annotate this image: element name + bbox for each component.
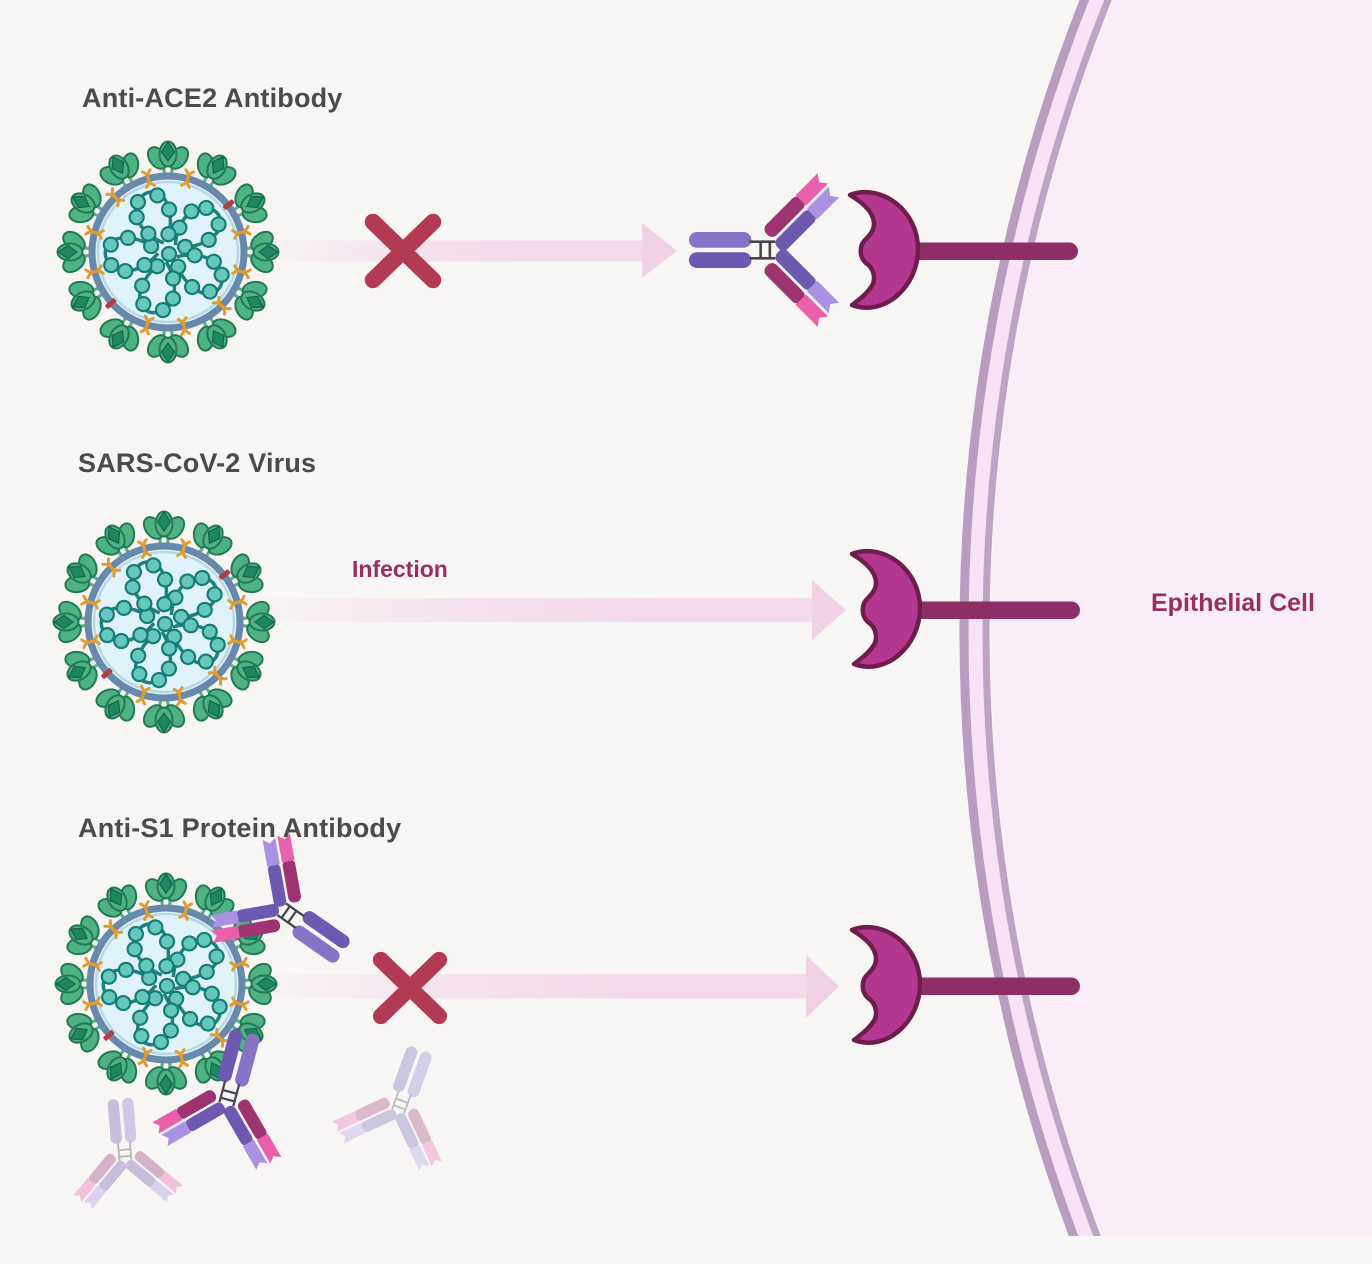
- row-title-sars-cov-2: SARS-CoV-2 Virus: [78, 448, 317, 478]
- infection-arrow-row2: [262, 580, 846, 640]
- epithelial-cell-label: Epithelial Cell: [1151, 589, 1315, 617]
- bottom-margin: [0, 1236, 1372, 1264]
- blocked-arrow-row1: [266, 223, 677, 278]
- row-title-anti-s1: Anti-S1 Protein Antibody: [78, 813, 402, 843]
- blocked-arrow-row3: [266, 955, 839, 1018]
- infection-label: Infection: [352, 556, 448, 582]
- row-title-anti-ace2: Anti-ACE2 Antibody: [82, 83, 343, 113]
- cell-interior: [991, 0, 1372, 1264]
- cell-membrane: [960, 0, 1372, 1264]
